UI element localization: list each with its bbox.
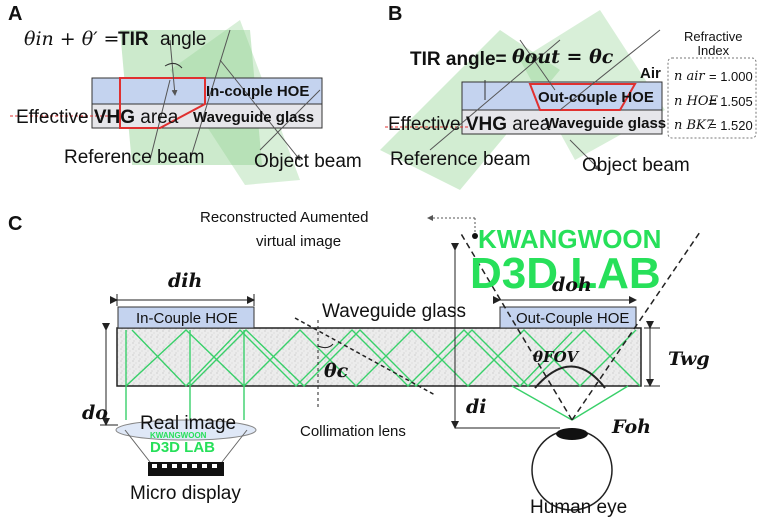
panel-c-graphics [100,215,701,511]
a-object-beam: Object beam [254,151,362,172]
a-effective-label: Effective VHG area [16,107,179,128]
c-d-o: do [82,402,108,424]
b-object-beam: Object beam [582,155,690,176]
c-d-oh: doh [552,274,592,296]
c-d3d-lab-logo: D3D LAB [470,249,661,298]
c-theta-fov: θFOV [533,348,579,366]
b-refractive-n-bk7: n BK7 [674,118,715,133]
c-small-kwangwoon: KWANGWOON [150,431,207,440]
c-collimation-lens: Collimation lens [300,423,406,440]
c-waveguide-glass: Waveguide glass [322,301,466,322]
panel-a-label: A [8,3,23,25]
b-vhg-area [528,83,637,111]
panel-b-label: B [388,3,403,25]
refractive-index-box [667,57,757,139]
a-reference-beam: Reference beam [64,147,205,168]
panel-c-label: C [8,213,23,235]
a-equation-angle: angle [160,29,207,50]
a-vhg-area [119,77,206,129]
panel-b-graphics [380,10,757,190]
c-out-couple-hoe: Out-Couple HOE [516,310,630,327]
c-theta-c: θc [324,360,349,382]
c-in-couple-hoe: In-Couple HOE [136,310,238,327]
b-waveguide-glass: Waveguide glass [545,115,667,132]
c-d-ih: dih [168,270,203,292]
b-refractive-n-air: n air [674,69,705,84]
panel-a-graphics [10,20,323,185]
b-refractive-v-bk7: = 1.520 [709,118,753,133]
a-equation-left: θin + θ′ = [24,28,120,50]
c-eye-pupil [556,428,588,440]
c-real-image: Real image [140,413,237,434]
b-out-couple-hoe: Out-couple HOE [538,89,654,106]
a-in-couple-hoe: In-couple HOE [206,83,310,100]
c-f-oh: Foh [612,416,651,438]
b-effective-label: Effective VHG area [388,114,551,135]
a-hoe-layer [91,77,323,105]
b-refractive-n-hoe: n HOE [674,94,718,109]
c-kwangwoon-logo: KWANGWOON [478,224,662,254]
b-refractive-v-air: = 1.000 [709,69,753,84]
c-d-i: di [466,396,487,418]
c-out-couple-hoe [499,306,637,329]
c-reconstructed-label: Reconstructed Aumented [200,209,369,226]
c-t-wg: Twg [668,348,710,370]
b-waveguide [461,109,663,135]
b-tir-angle: TIR angle= [410,49,507,70]
c-micro-display: Micro display [130,483,241,504]
b-refractive-v-hoe: = 1.505 [709,94,753,109]
b-refractive-title: Refractive Index [684,29,743,58]
c-human-eye-label: Human eye [530,497,628,518]
c-small-d3d: D3D LAB [150,439,216,456]
b-air: Air [640,65,661,82]
b-reference-beam: Reference beam [390,149,531,170]
a-equation-tir: TIR [118,29,149,50]
c-virtual-image-label: virtual image [256,233,342,250]
a-waveguide-glass: Waveguide glass [193,109,315,126]
c-in-couple-hoe [117,306,255,329]
b-theta-out: θout = θc [512,46,614,68]
c-collimation-lens [115,419,257,441]
